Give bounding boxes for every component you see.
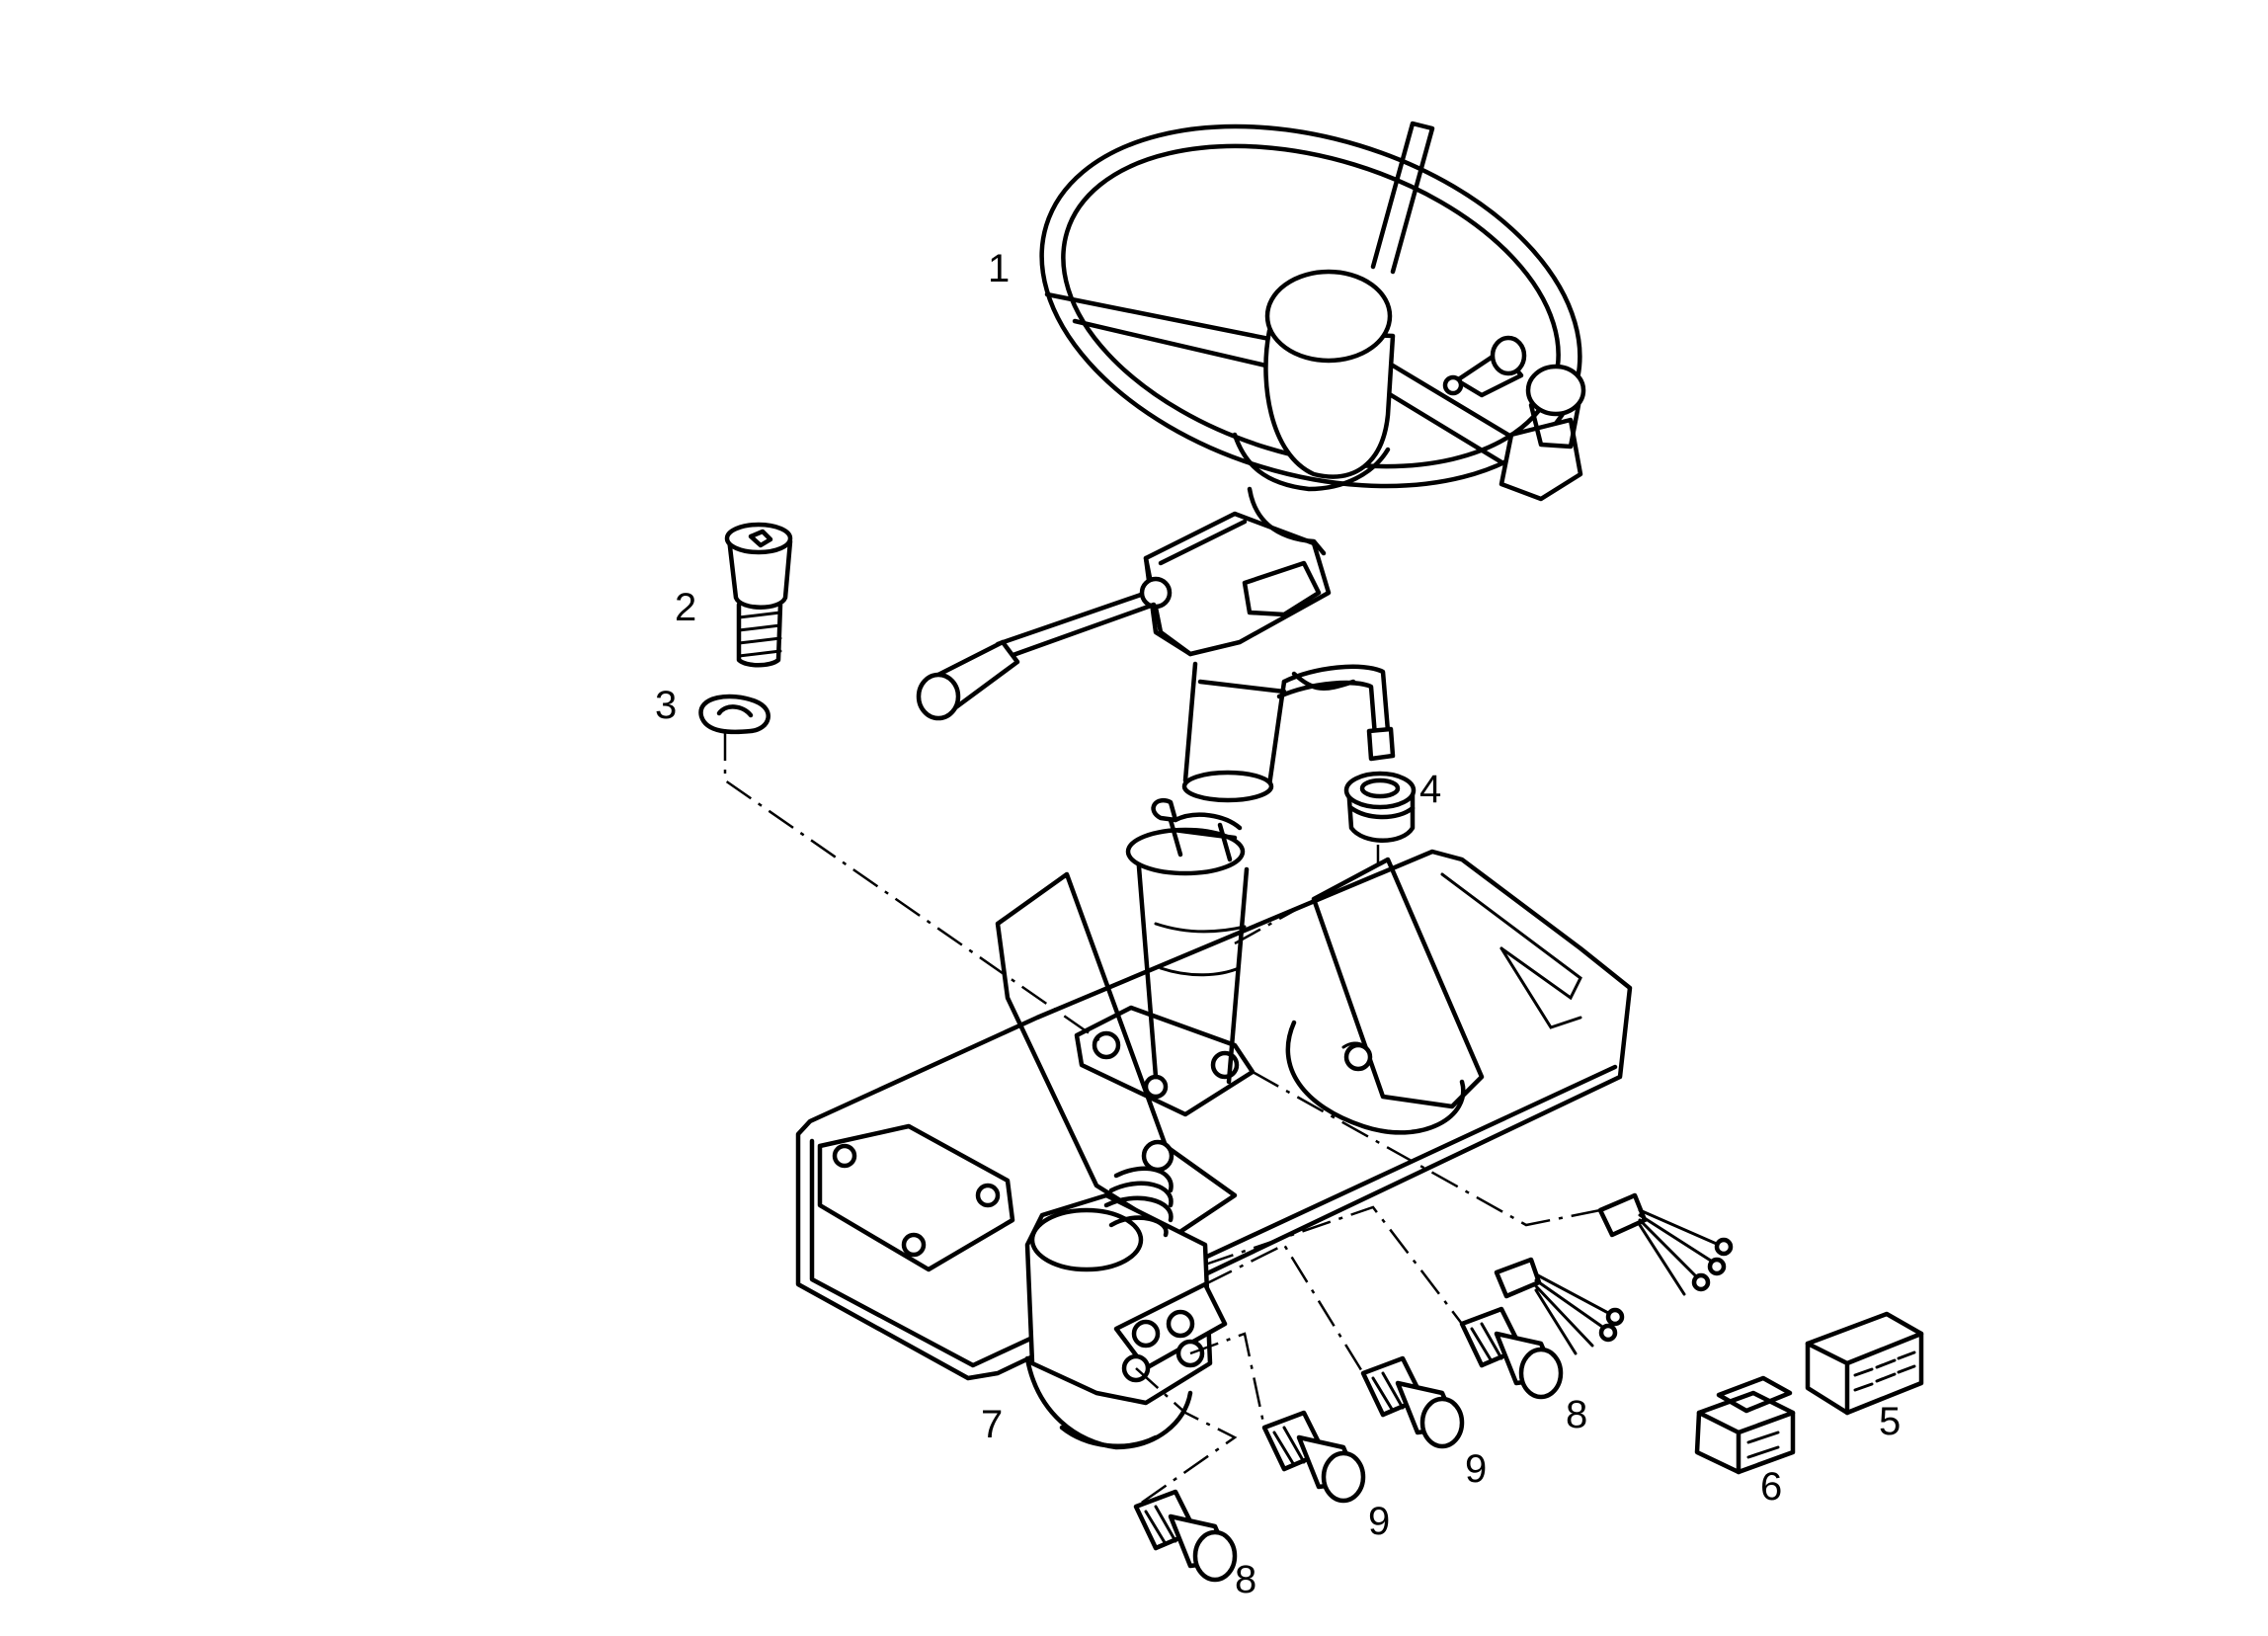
wire-harness-upper: [1597, 1192, 1734, 1296]
callout-5: 5: [1879, 1400, 1901, 1443]
switch-wiring-loom: [1276, 664, 1396, 762]
callout-4: 4: [1419, 768, 1441, 811]
callout-3: 3: [655, 684, 677, 727]
lower-switch-housing: [1024, 1139, 1228, 1450]
reinforcement-plate: [817, 1123, 1015, 1272]
fitting-9-lower: [1261, 1410, 1366, 1504]
callout-1: 1: [988, 247, 1010, 290]
callout-9-upper: 9: [1465, 1447, 1487, 1491]
steering-knob: [1442, 335, 1586, 502]
fitting-9-upper: [1360, 1355, 1465, 1449]
callout-8-upper: 8: [1566, 1393, 1587, 1436]
callout-8-lower: 8: [1235, 1558, 1256, 1601]
callout-6: 6: [1760, 1465, 1782, 1509]
pedal-boot-left: [995, 871, 1238, 1238]
connector-small: [1694, 1375, 1796, 1475]
connector-large: [1805, 1311, 1924, 1416]
combination-switch: [916, 511, 1332, 721]
washer: [698, 694, 770, 735]
fitting-8-lower: [1133, 1489, 1238, 1583]
upper-column-tube: [1181, 661, 1287, 803]
callout-7: 7: [981, 1403, 1003, 1446]
callout-9-lower: 9: [1368, 1500, 1390, 1543]
lower-column-tube: [1125, 798, 1250, 1085]
assembly-lines: [723, 731, 1601, 1509]
mounting-plate: [795, 849, 1633, 1381]
steering-wheel: [1039, 121, 1582, 556]
column-base-flange: [1074, 1005, 1256, 1117]
cap-screw: [724, 522, 793, 668]
fitting-8-upper: [1459, 1306, 1564, 1400]
callout-labels: 1 2 3 4 5 6 7 8 8 9 9: [655, 247, 1901, 1601]
grommet: [1343, 771, 1417, 843]
wire-harness-lower: [1494, 1257, 1625, 1355]
callout-2: 2: [675, 586, 696, 629]
